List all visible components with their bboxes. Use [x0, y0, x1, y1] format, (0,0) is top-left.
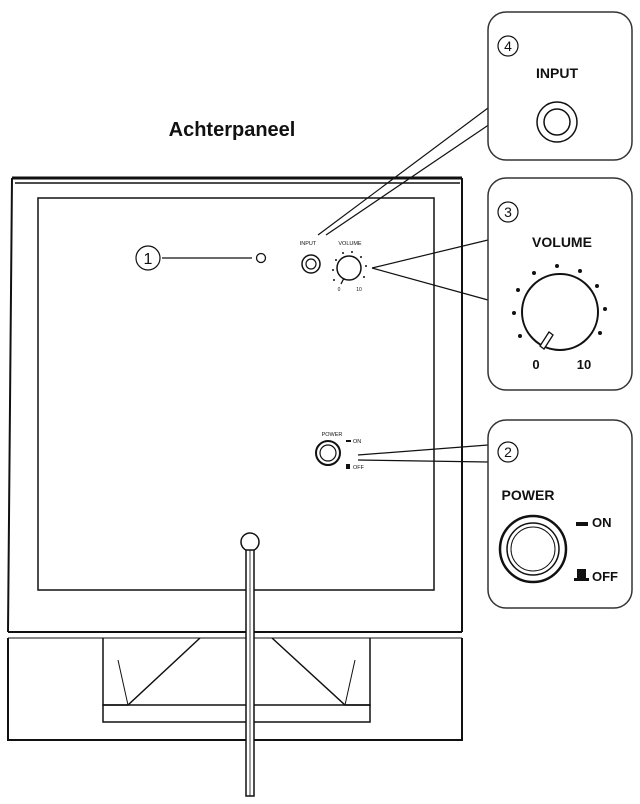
panel-power-switch [315, 440, 341, 466]
panel-input-jack [301, 254, 321, 274]
subwoofer-cabinet [7, 176, 463, 741]
callout-3-min: 0 [532, 357, 539, 372]
callout-4-label: INPUT [536, 65, 578, 81]
callout-leaders [162, 107, 491, 463]
on-indicator-icon [576, 522, 588, 526]
input-jack-enlarged [536, 101, 578, 143]
diagram-title: Achterpaneel [169, 119, 296, 141]
panel-input-label: INPUT [300, 241, 317, 247]
callout-3-max: 10 [577, 357, 591, 372]
callout-2-power: 2 POWER ON OFF [487, 419, 633, 609]
panel-volume-min: 0 [338, 287, 341, 293]
callout-1-number: 1 [144, 251, 153, 268]
callout-4-input: 4 INPUT [487, 11, 633, 161]
panel-volume-max: 10 [356, 287, 362, 293]
callout-2-number: 2 [504, 444, 512, 460]
power-switch-enlarged [498, 514, 568, 584]
callout-1-indicator: 1 [135, 245, 161, 271]
callout-2-on: ON [592, 515, 612, 530]
panel-volume-label: VOLUME [338, 241, 362, 247]
panel-off-label: OFF [353, 465, 365, 471]
indicator-led [255, 252, 267, 264]
power-cord [240, 532, 260, 797]
panel-power-label: POWER [322, 432, 343, 438]
callout-3-volume: 3 VOLUME 0 10 [487, 177, 633, 391]
panel-volume-knob [332, 251, 367, 285]
callout-2-off: OFF [592, 569, 618, 584]
panel-on-label: ON [353, 439, 361, 445]
callout-3-label: VOLUME [532, 234, 592, 250]
callout-4-number: 4 [504, 38, 512, 54]
callout-2-label: POWER [502, 487, 555, 503]
callout-3-number: 3 [504, 204, 512, 220]
back-panel-plate [37, 197, 435, 591]
off-indicator-icon [577, 569, 586, 581]
volume-knob-enlarged [512, 264, 607, 351]
